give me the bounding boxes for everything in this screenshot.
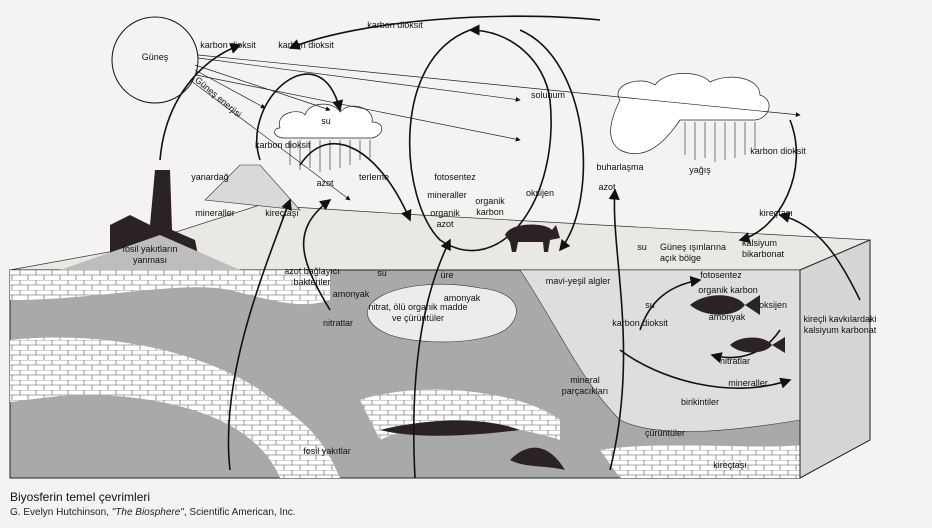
fossil-fuel-deposit	[510, 447, 565, 470]
fossil-fuel-deposit	[380, 420, 520, 436]
diagram-label: birikintiler	[680, 397, 720, 407]
diagram-label: karbon dioksit	[750, 146, 806, 156]
figure-caption-title: Biyosferin temel çevrimleri	[10, 490, 151, 504]
diagram-label: azot bağlayıcı bakteriler	[284, 266, 340, 287]
diagram-label: buharlaşma	[596, 162, 644, 172]
diagram-label: kireçtaşı	[713, 460, 747, 470]
diagram-label: su	[637, 242, 647, 252]
diagram-label: su	[377, 268, 387, 278]
rain-cloud	[610, 73, 770, 155]
credit-publisher: , Scientific American, Inc.	[183, 507, 296, 518]
diagram-label: karbon dioksit	[612, 318, 668, 328]
diagram-label: organik karbon	[475, 196, 505, 217]
diagram-label: amonyak	[708, 312, 746, 322]
diagram-label: üre	[440, 270, 454, 280]
factory	[110, 170, 200, 265]
limestone-layer	[10, 270, 330, 305]
diagram-label: mineraller	[427, 190, 467, 200]
diagram-label: amonyak	[332, 289, 370, 299]
diagram-label: mineraller	[728, 378, 768, 388]
diagram-label: terleme	[358, 172, 390, 182]
diagram-label: nitratlar	[719, 356, 751, 366]
diagram-label: karbon dioksit	[255, 140, 311, 150]
diagram-label: su	[645, 300, 655, 310]
diagram-label: yanardağ	[191, 172, 229, 182]
credit-work: "The Biosphere"	[111, 507, 184, 518]
volcano	[204, 164, 301, 211]
limestone-layer	[10, 337, 340, 478]
fish-icon	[730, 337, 785, 353]
right-face	[799, 239, 871, 479]
diagram-label: amonyak	[443, 293, 481, 303]
diagram-label: su	[321, 116, 331, 126]
cycle-arrows	[159, 15, 861, 479]
diagram-label: mineraller	[195, 208, 235, 218]
nitrate-pocket	[367, 283, 517, 343]
diagram-label: mavi-yeşil algler	[545, 276, 611, 286]
diagram-label: karbon dioksit	[200, 40, 256, 50]
diagram-label: nitrat, ölü organik madde ve çürüntüler	[368, 302, 468, 323]
diagram-label: azot	[598, 182, 616, 192]
diagram-label: oksijen	[525, 188, 555, 198]
diagram-label: fosil yakıtlar	[303, 446, 351, 456]
diagram-label: çürüntüler	[644, 428, 686, 438]
diagram-label: karbon dioksit	[367, 20, 423, 30]
diagram-label: kireçli kavkılardaki kalsiyum karbonat	[803, 314, 877, 335]
figure-caption-credit: G. Evelyn Hutchinson, "The Biosphere", S…	[10, 507, 296, 518]
sun	[111, 16, 199, 104]
rain-lines	[289, 122, 756, 172]
diagram-label: Güneş ışınlarına açık bölge	[660, 242, 727, 263]
credit-author: G. Evelyn Hutchinson,	[10, 507, 112, 518]
diagram-label: solunum	[530, 90, 566, 100]
fish-icon	[690, 295, 760, 315]
diagram-label: fosil yakıtların yanması	[122, 244, 178, 265]
diagram-label: yağış	[689, 165, 711, 175]
diagram-label: Güneş	[141, 52, 169, 62]
diagram-label: kireçtaşı	[265, 208, 299, 218]
fossil-burning-mound	[60, 235, 240, 270]
sun-rays	[189, 54, 801, 201]
diagram-label: kalsiyum bikarbonat	[742, 238, 785, 259]
diagram-label: organik karbon	[698, 285, 758, 295]
diagram-label: fotosentez	[700, 270, 742, 280]
diagram-label: oksijen	[758, 300, 788, 310]
diagram-label: azot	[316, 178, 334, 188]
diagram-label: organik azot	[430, 208, 460, 229]
diagram-label: nitratlar	[322, 318, 354, 328]
limestone-layer	[600, 445, 800, 478]
cow-icon	[505, 224, 560, 252]
diagram-label: fotosentez	[434, 172, 476, 182]
diagram-label: karbon dioksit	[278, 40, 334, 50]
diagram-label: kireçtaşı	[759, 208, 793, 218]
diagram-label: mineral parçacıkları	[561, 375, 609, 396]
